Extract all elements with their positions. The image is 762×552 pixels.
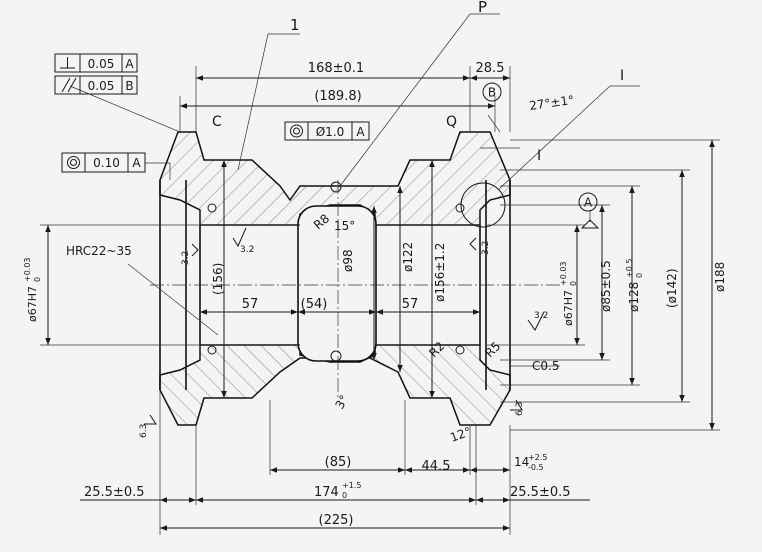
- dim-c05: C0.5: [532, 359, 559, 373]
- dim-156-ref: (156): [211, 263, 225, 295]
- dim-44-5: 44.5: [422, 459, 451, 474]
- dim-14-dn: -0.5: [528, 463, 544, 472]
- concentricity-symbol-icon: [290, 124, 303, 138]
- dim-bore-left-zero: 0: [33, 277, 42, 282]
- dim-54: (54): [301, 297, 328, 312]
- dim-174: 174: [314, 485, 339, 500]
- perp-tolerance: 0.05: [88, 57, 115, 71]
- dim-bore-left-tol: +0.03: [23, 257, 32, 282]
- left-conc-datum: A: [132, 156, 141, 170]
- lower-section-body: [159, 344, 511, 426]
- leader-label-c: C: [212, 114, 222, 130]
- dim-225: (225): [319, 513, 354, 528]
- roughness-1: 3.2: [240, 245, 254, 255]
- fcf-concentricity-left: 0.10 A: [61, 152, 146, 173]
- perp-datum: A: [125, 57, 134, 71]
- dim-122: ø122: [401, 242, 415, 272]
- dim-25-5-left: 25.5±0.5: [84, 485, 145, 500]
- fcf-perpendicularity: 0.05 A: [54, 53, 138, 73]
- dim-85-ref: (85): [325, 455, 352, 470]
- par-datum: B: [125, 79, 133, 93]
- dimension-lines: [40, 13, 720, 535]
- dim-bore-right: ø67H7: [562, 290, 575, 326]
- fcf-concentricity-center: Ø1.0 A: [284, 121, 370, 141]
- leader-label-i-top: I: [620, 68, 624, 84]
- parallel-symbol-icon: [61, 77, 77, 93]
- left-conc-tolerance: 0.10: [93, 156, 120, 170]
- dim-12deg: 12°: [448, 424, 473, 444]
- datum-b-label: B: [488, 86, 496, 100]
- dim-128: ø128: [627, 282, 641, 312]
- dim-142: (ø142): [665, 268, 679, 308]
- dim-bore-right-zero: 0: [569, 281, 578, 286]
- roughness-symbols: 3.2 3.2 3.2 3.2 6.3 6.3: [139, 227, 548, 438]
- dim-15deg: 15°: [334, 219, 355, 233]
- dim-57-right: 57: [402, 297, 419, 312]
- roughness-2: 3.2: [181, 251, 191, 265]
- dim-156: ø156±1.2: [433, 243, 447, 302]
- roughness-check-icon: [232, 227, 247, 248]
- dim-174-tol: +1.5: [342, 481, 361, 490]
- leader-label-i: I: [537, 148, 541, 164]
- center-conc-datum: A: [356, 125, 365, 139]
- dimension-texts: 168±0.1 (189.8) 28.5 27°±1° HRC22~35 ø67…: [23, 61, 727, 528]
- dim-bore-left: ø67H7: [26, 286, 39, 322]
- roughness-4: 3.2: [534, 311, 548, 321]
- dim-28-5: 28.5: [476, 61, 505, 76]
- roughness-3: 3.2: [481, 241, 491, 255]
- roughness-5: 6.3: [139, 424, 149, 438]
- dim-189-8: (189.8): [314, 89, 361, 104]
- dim-98: ø98: [341, 249, 355, 272]
- fcf-parallelism: 0.05 B: [54, 75, 138, 95]
- roughness-check-icon-3: [469, 237, 477, 251]
- dim-128-zero: 0: [635, 273, 644, 278]
- dim-85: ø85±0.5: [599, 260, 613, 312]
- perpendicular-symbol-icon: [60, 57, 75, 69]
- dim-angle-27: 27°±1°: [528, 93, 574, 113]
- roughness-check-icon-6: [510, 399, 523, 411]
- roughness-check-icon-5: [144, 414, 157, 425]
- par-tolerance: 0.05: [88, 79, 115, 93]
- leader-label-q: Q: [446, 114, 457, 130]
- dim-128-tol: +0.5: [625, 259, 634, 278]
- dim-57-left: 57: [242, 297, 259, 312]
- center-conc-tolerance: Ø1.0: [316, 125, 345, 139]
- dim-bore-right-tol: +0.03: [559, 261, 568, 286]
- dim-14: 14: [514, 455, 529, 469]
- leader-label-1: 1: [290, 16, 300, 34]
- dim-3deg: 3°: [332, 393, 351, 412]
- dim-168: 168±0.1: [308, 61, 364, 76]
- dim-14-up: +2.5: [528, 453, 547, 462]
- dim-188: ø188: [713, 262, 727, 292]
- concentricity-symbol-left-icon: [67, 156, 80, 169]
- roughness-6: 6.3: [515, 402, 525, 416]
- dim-25-5-right: 25.5±0.5: [510, 485, 571, 500]
- datum-a-label: A: [584, 196, 593, 210]
- roughness-check-icon-4: [527, 311, 545, 331]
- part-section: [159, 131, 511, 426]
- note-hardness: HRC22~35: [66, 244, 132, 258]
- leader-label-p: P: [478, 0, 487, 16]
- dim-174-zero: 0: [342, 491, 347, 500]
- roughness-check-icon-2: [191, 243, 199, 257]
